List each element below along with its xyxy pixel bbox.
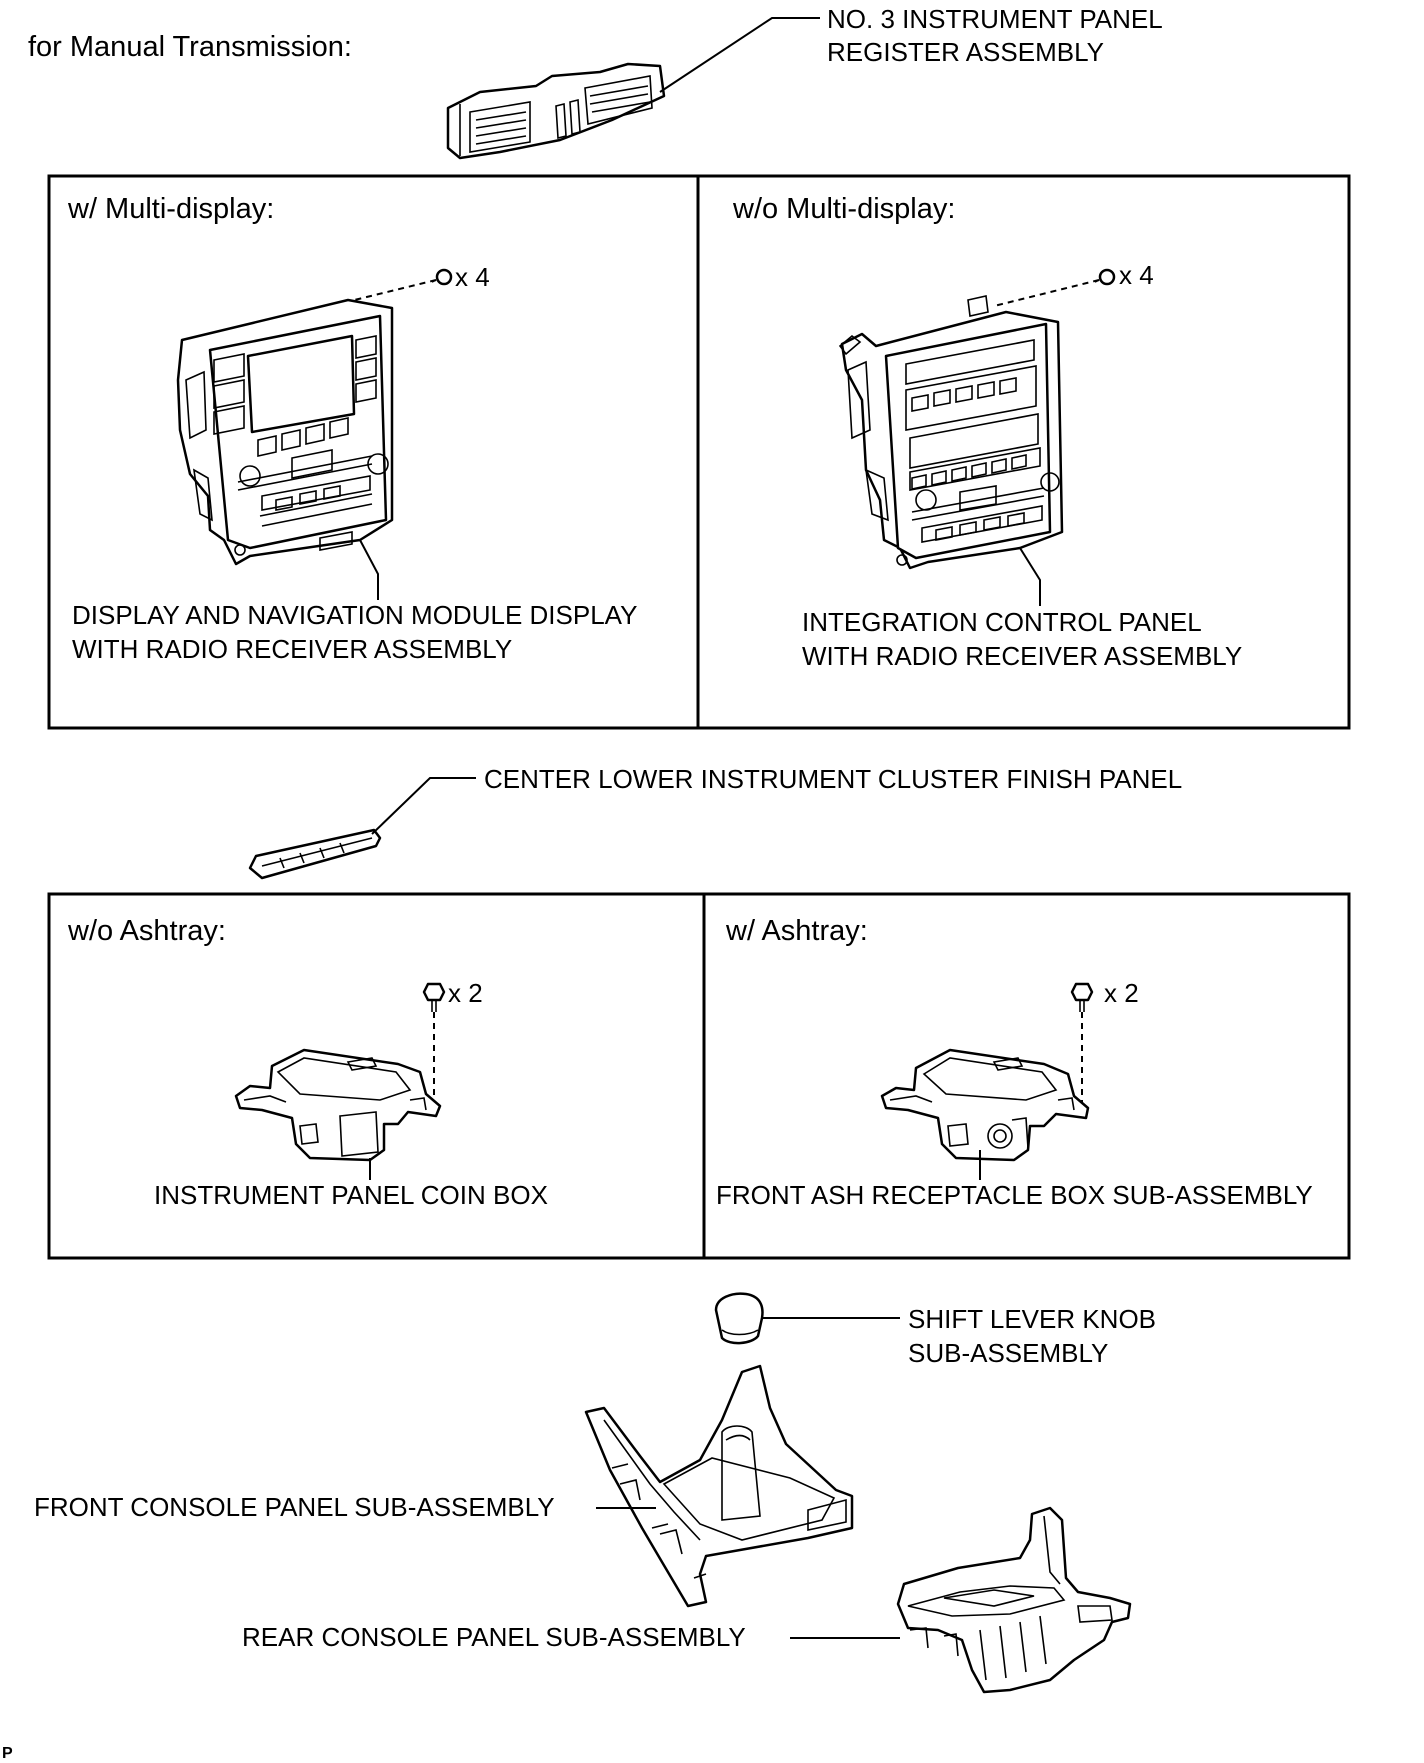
no-ashtray-heading: w/o Ashtray: [67,915,226,947]
rear-console-panel-illustration [896,1506,1132,1694]
page-code: P [2,1745,13,1762]
bolt-icon [1070,982,1094,1012]
no-multi-display-part-label-line-2: WITH RADIO RECEIVER ASSEMBLY [802,641,1242,671]
ashtray-fastener-count: x 2 [1104,978,1139,1008]
ashtray-heading: w/ Ashtray: [725,915,868,947]
shift-knob-label-line-1: SHIFT LEVER KNOB [908,1304,1156,1334]
center-lower-leader-line [371,777,476,835]
register-leader-line [659,17,820,93]
navigation-display-illustration [176,298,394,566]
coin-box-illustration [234,1048,442,1162]
clip-icon [431,268,453,286]
no-ashtray-part-label: INSTRUMENT PANEL COIN BOX [154,1180,548,1210]
center-lower-finish-panel-illustration [248,828,382,880]
no-multi-display-fastener-path [993,279,1100,307]
register-label-line-2: REGISTER ASSEMBLY [827,37,1104,67]
rear-console-label: REAR CONSOLE PANEL SUB-ASSEMBLY [242,1622,746,1652]
no-multi-display-part-label-line-1: INTEGRATION CONTROL PANEL [802,607,1202,637]
ash-receptacle-box-illustration [880,1048,1090,1162]
clip-icon [1094,268,1116,286]
multi-display-part-label-line-2: WITH RADIO RECEIVER ASSEMBLY [72,634,512,664]
page-title: for Manual Transmission: [28,31,352,63]
lower-panel-frame [47,892,1351,1260]
no-multi-display-fastener-count: x 4 [1119,260,1154,290]
register-assembly-illustration [446,62,666,160]
multi-display-heading: w/ Multi-display: [67,193,274,225]
multi-display-fastener-count: x 4 [455,262,490,292]
bolt-icon [422,982,446,1012]
shift-knob-label-line-2: SUB-ASSEMBLY [908,1338,1108,1368]
multi-display-leader-line [359,539,379,600]
front-console-label: FRONT CONSOLE PANEL SUB-ASSEMBLY [34,1492,555,1522]
integration-control-panel-illustration [838,295,1064,570]
multi-display-part-label-line-1: DISPLAY AND NAVIGATION MODULE DISPLAY [72,600,637,630]
no-multi-display-leader-line [1019,547,1041,606]
shift-lever-knob-illustration [714,1292,764,1345]
front-console-panel-illustration [584,1364,854,1608]
ashtray-part-label: FRONT ASH RECEPTACLE BOX SUB-ASSEMBLY [716,1180,1313,1210]
register-label-line-1: NO. 3 INSTRUMENT PANEL [827,4,1163,34]
no-ashtray-fastener-count: x 2 [448,978,483,1008]
no-multi-display-heading: w/o Multi-display: [732,193,955,225]
center-lower-label: CENTER LOWER INSTRUMENT CLUSTER FINISH P… [484,764,1182,794]
